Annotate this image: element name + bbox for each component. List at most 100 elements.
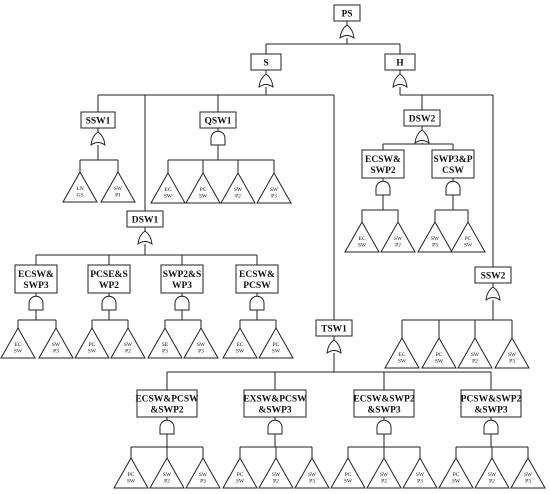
basic-event-label: SW: [524, 472, 533, 478]
basic-event-pcsw: PCSW: [74, 326, 110, 359]
basic-event-label: P3: [509, 359, 515, 365]
basic-event-label: SW: [199, 194, 208, 200]
basic-event-ecsw: ECSW: [384, 336, 420, 369]
basic-event-swp2: SWP2: [474, 456, 510, 489]
basic-event-label: PC: [345, 472, 352, 478]
event-label: ECSW&: [239, 270, 275, 280]
event-label: CSW: [442, 166, 464, 176]
and-gate-icon: [483, 419, 499, 435]
event-label: &SWP2: [150, 406, 184, 416]
basic-event-label: P2: [489, 479, 495, 485]
event-label: ECSW&SWP2: [353, 395, 414, 405]
or-gate-icon: [392, 73, 408, 89]
basic-event-swp3: SWP3: [494, 336, 530, 369]
basic-event-label: SW: [199, 472, 208, 478]
event-node-h: H: [384, 53, 416, 71]
and-gate-icon: [28, 295, 44, 311]
basic-event-label: SW: [435, 359, 444, 365]
event-label: ECSW&: [18, 270, 54, 280]
event-node-ecsw-swp2-h: ECSW&SWP2: [361, 149, 405, 179]
basic-event-swp2: SWP2: [110, 326, 146, 359]
event-label: SWP3&P: [433, 155, 472, 165]
basic-event-label: P3: [309, 479, 315, 485]
basic-event-swp3: SWP3: [185, 456, 221, 489]
event-label: WP3: [172, 281, 192, 291]
basic-event-label: SW: [394, 236, 403, 242]
event-label: H: [396, 59, 404, 69]
event-node-tsw1: TSW1: [315, 319, 353, 337]
basic-event-label: SW: [308, 472, 317, 478]
and-gate-icon: [445, 180, 461, 196]
event-label: PS: [341, 10, 352, 20]
event-label: QSW1: [205, 117, 232, 127]
basic-event-ecsw: ECSW: [344, 220, 380, 253]
basic-event-label: SW: [416, 472, 425, 478]
basic-event-ecsw: ECSW: [222, 326, 258, 359]
basic-event-label: SW: [358, 243, 367, 249]
event-node-pcse-swp2-d: PCSE&SWP2: [87, 264, 131, 294]
event-node-t-b: EXSW&PCSW&SWP3: [243, 389, 307, 418]
event-label: ECSW&: [365, 155, 401, 165]
or-gate-icon: [90, 131, 106, 147]
basic-event-swp3: SWP3: [510, 456, 546, 489]
event-label: SWP2&S: [163, 270, 202, 280]
basic-event-label: PC: [436, 352, 443, 358]
basic-event-label: P3: [417, 479, 423, 485]
basic-event-label: LN: [76, 186, 83, 192]
event-label: S: [263, 59, 268, 69]
event-label: ECSW&PCSW: [135, 395, 199, 405]
and-gate-icon: [210, 130, 226, 146]
event-label: SWP2: [370, 166, 396, 176]
basic-event-label: PC: [273, 342, 280, 348]
basic-event-label: P2: [273, 479, 279, 485]
basic-event-pcsw: PCSW: [421, 336, 457, 369]
event-node-t-d: PCSW&SWP2&SWP3: [460, 389, 522, 418]
basic-event-label: SW: [272, 472, 281, 478]
basic-event-label: EC: [164, 187, 171, 193]
basic-event-label: P3: [271, 194, 277, 200]
basic-event-pcsw: PCSW: [185, 171, 221, 204]
basic-event-label: EC: [14, 342, 21, 348]
basic-event-label: SW: [488, 472, 497, 478]
event-label: PCSW&SWP2: [461, 395, 522, 405]
event-label: PCSW: [243, 281, 271, 291]
basic-event-swp2: SWP2: [366, 456, 402, 489]
and-gate-icon: [159, 419, 175, 435]
basic-event-label: SW: [197, 342, 206, 348]
basic-event-pcsw: PCSW: [113, 456, 149, 489]
event-node-ps: PS: [333, 4, 361, 22]
or-gate-icon: [485, 286, 501, 302]
basic-event-label: P2: [125, 349, 131, 355]
basic-event-swp3: SWP3: [294, 456, 330, 489]
basic-event-label: GS: [76, 193, 83, 199]
basic-event-pcsw: PCSW: [222, 456, 258, 489]
basic-event-label: SW: [272, 349, 281, 355]
basic-event-label: EC: [398, 352, 405, 358]
basic-event-label: SW: [236, 349, 245, 355]
basic-event-label: SW: [236, 479, 245, 485]
or-gate-icon: [339, 24, 355, 40]
and-gate-icon: [376, 419, 392, 435]
basic-event-label: SW: [471, 352, 480, 358]
event-node-dsw1: DSW1: [126, 210, 164, 228]
event-node-qsw1: QSW1: [199, 111, 237, 129]
basic-event-label: P1: [115, 193, 121, 199]
basic-event-swp2: SWP2: [380, 220, 416, 253]
event-node-ecsw-pcsw-d: ECSW&PCSW: [235, 264, 279, 294]
and-gate-icon: [375, 180, 391, 196]
basic-event-pcsw: PCSW: [330, 456, 366, 489]
basic-event-label: SE: [162, 342, 169, 348]
basic-event-swp2: SWP2: [220, 171, 256, 204]
basic-event-label: SW: [344, 479, 353, 485]
event-node-t-c: ECSW&SWP2&SWP3: [353, 389, 415, 418]
basic-event-swp3: SWP3: [38, 326, 74, 359]
basic-event-pcsw: PCSW: [438, 456, 474, 489]
basic-event-label: P3: [200, 479, 206, 485]
event-node-swp2-swp3-d: SWP2&SWP3: [160, 264, 204, 294]
event-label: SSW2: [481, 272, 506, 282]
basic-event-swp3: SWP3: [417, 220, 453, 253]
basic-event-swp2: SWP2: [258, 456, 294, 489]
